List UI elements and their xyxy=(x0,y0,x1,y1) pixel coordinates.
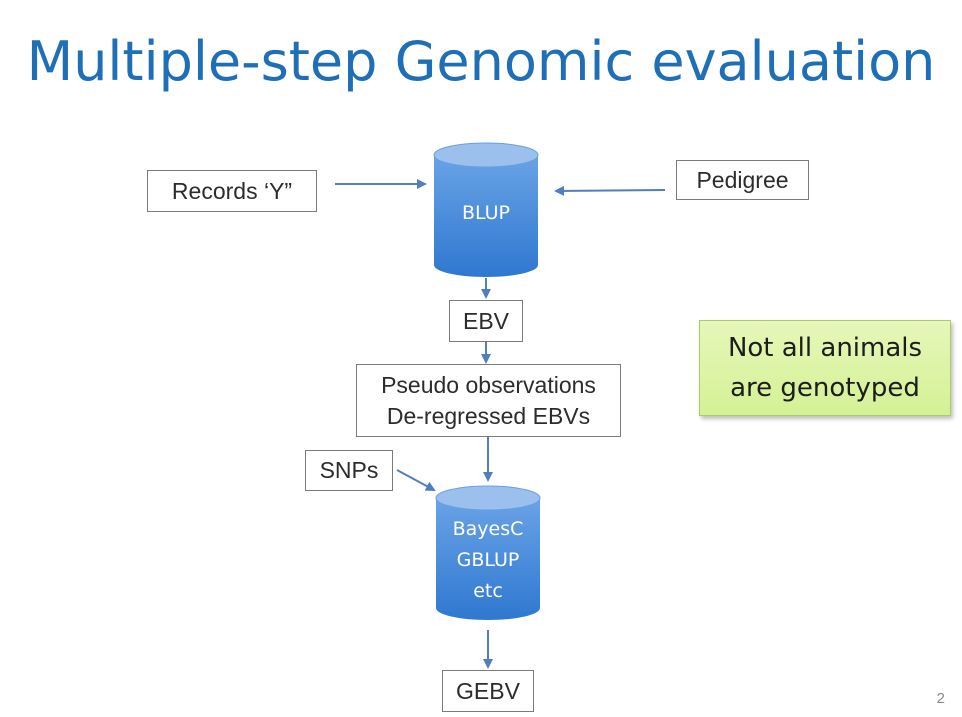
slide-title: Multiple-step Genomic evaluation xyxy=(26,30,936,93)
pseudo-line-2: De-regressed EBVs xyxy=(386,402,591,429)
note-line-1: Not all animals xyxy=(727,333,923,363)
page-number: 2 xyxy=(936,690,945,707)
blup-label: BLUP xyxy=(434,198,538,229)
pseudo-line-1: Pseudo observations xyxy=(381,371,596,398)
gebv-label: GEBV xyxy=(456,677,520,704)
models-cylinder xyxy=(435,485,541,620)
blup-text: BLUP xyxy=(461,202,511,224)
pedigree-label: Pedigree xyxy=(696,166,789,193)
model-bayesc: BayesC xyxy=(452,518,524,540)
model-gblup: GBLUP xyxy=(456,549,520,571)
note-line-2: are genotyped xyxy=(730,373,920,403)
model-etc: etc xyxy=(473,580,503,602)
snps-box: SNPs xyxy=(305,450,393,491)
genotype-note: Not all animals are genotyped xyxy=(699,320,951,416)
snps-label: SNPs xyxy=(319,457,379,483)
ebv-box: EBV xyxy=(449,300,523,342)
records-label: Records ‘Y” xyxy=(171,177,293,204)
arrow-snps-to-models xyxy=(396,469,436,491)
arrow-pedigree-to-blup xyxy=(554,185,666,196)
gebv-box: GEBV xyxy=(442,670,534,712)
pedigree-box: Pedigree xyxy=(676,160,809,200)
records-box: Records ‘Y” xyxy=(147,170,317,212)
pseudo-box: Pseudo observations De-regressed EBVs xyxy=(356,364,621,437)
ebv-label: EBV xyxy=(462,307,510,334)
models-label: BayesC GBLUP etc xyxy=(436,514,540,607)
blup-cylinder xyxy=(433,142,539,277)
